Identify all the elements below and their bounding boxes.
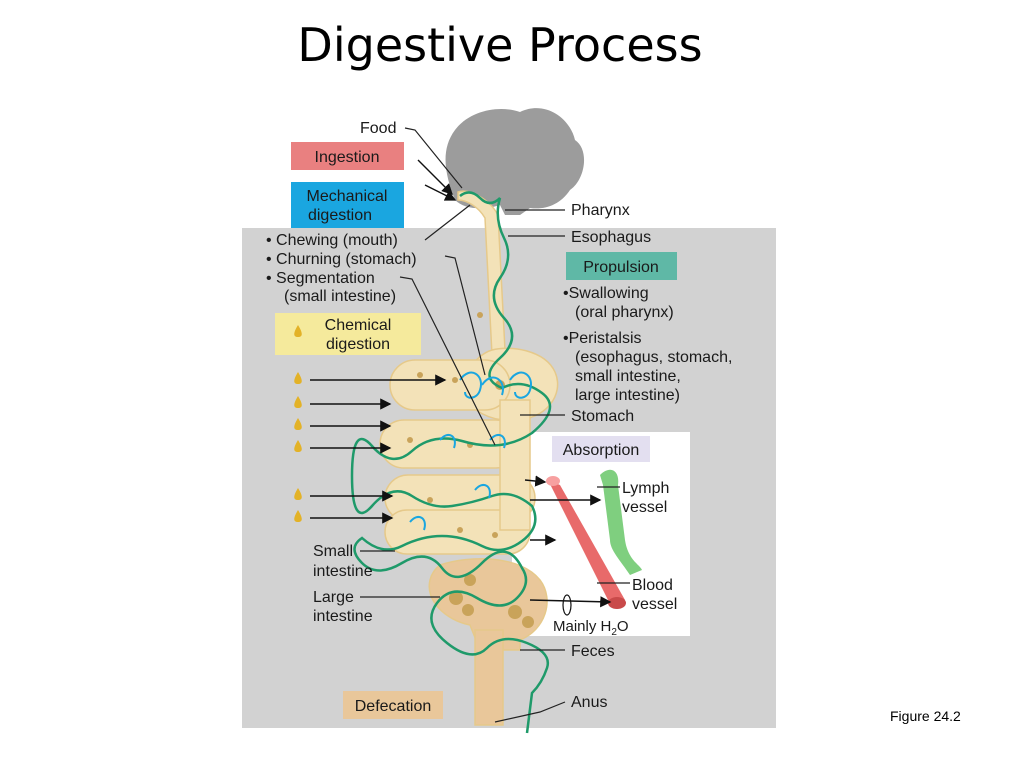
- absorption-label: Absorption: [563, 442, 640, 459]
- large-intestine-label-2: intestine: [313, 608, 373, 625]
- defecation-box: [343, 691, 443, 719]
- propulsion-item-peristalsis: •Peristalsis: [563, 330, 642, 347]
- ingestion-arrow-1: [417, 159, 453, 195]
- ingestion-box: [291, 142, 404, 170]
- mechanical-item-chewing: • Chewing (mouth): [266, 232, 398, 249]
- slide-title: Digestive Process: [297, 18, 703, 72]
- stomach-label: Stomach: [571, 408, 634, 425]
- propulsion-item-swallowing-sub: (oral pharynx): [575, 304, 674, 321]
- propulsion-item-peristalsis-sub1: (esophagus, stomach,: [575, 349, 732, 366]
- figure-caption: Figure 24.2: [890, 708, 961, 724]
- esophagus-label: Esophagus: [571, 229, 651, 246]
- mechanical-item-segmentation: • Segmentation: [266, 270, 375, 287]
- defecation-label: Defecation: [355, 698, 432, 715]
- chemical-drop-icon: [294, 325, 302, 337]
- propulsion-box: [566, 252, 677, 280]
- propulsion-item-peristalsis-sub3: large intestine): [575, 387, 680, 404]
- chemical-label-1: Chemical: [325, 317, 392, 334]
- tract-contents: [407, 312, 534, 628]
- mechanical-box: [291, 182, 404, 228]
- propulsion-item-swallowing: •Swallowing: [563, 285, 649, 302]
- large-intestine-label-1: Large: [313, 589, 354, 606]
- blood-vessel: [548, 480, 625, 608]
- lymph-vessel: [600, 469, 642, 575]
- chemical-label-2: digestion: [326, 336, 390, 353]
- absorption-arrows: [524, 475, 612, 608]
- small-intestine-label-2: intestine: [313, 563, 373, 580]
- pharynx-label: Pharynx: [571, 202, 630, 219]
- chemical-arrows: [310, 374, 447, 524]
- mainly-water-label: Mainly H2O: [553, 618, 629, 638]
- ingestion-arrow-2: [424, 184, 457, 201]
- water-loop: [562, 594, 572, 616]
- mechanical-label-2: digestion: [308, 207, 372, 224]
- blood-vessel-top: [546, 476, 560, 486]
- enzyme-droplets: [294, 372, 302, 522]
- small-intestine-label-1: Small: [313, 543, 353, 560]
- anus-label: Anus: [571, 694, 607, 711]
- ingestion-label: Ingestion: [315, 149, 380, 166]
- propulsion-label: Propulsion: [583, 259, 659, 276]
- leader-lines: [360, 127, 630, 723]
- food-label: Food: [360, 120, 396, 137]
- blood-vessel-label-2: vessel: [632, 596, 677, 613]
- mechanical-item-segmentation-sub: (small intestine): [284, 288, 396, 305]
- head-silhouette: [445, 108, 585, 215]
- blood-vessel-label-1: Blood: [632, 577, 673, 594]
- churning-swirls: [409, 371, 532, 531]
- feces-label: Feces: [571, 643, 615, 660]
- lymph-vessel-label-2: vessel: [622, 499, 667, 516]
- absorption-box: [552, 436, 650, 462]
- mechanical-label-1: Mechanical: [307, 188, 388, 205]
- lymph-vessel-label-1: Lymph: [622, 480, 669, 497]
- nerve-path: [350, 191, 552, 734]
- propulsion-item-peristalsis-sub2: small intestine,: [575, 368, 681, 385]
- blood-vessel-end: [608, 597, 626, 609]
- mechanical-item-churning: • Churning (stomach): [266, 251, 417, 268]
